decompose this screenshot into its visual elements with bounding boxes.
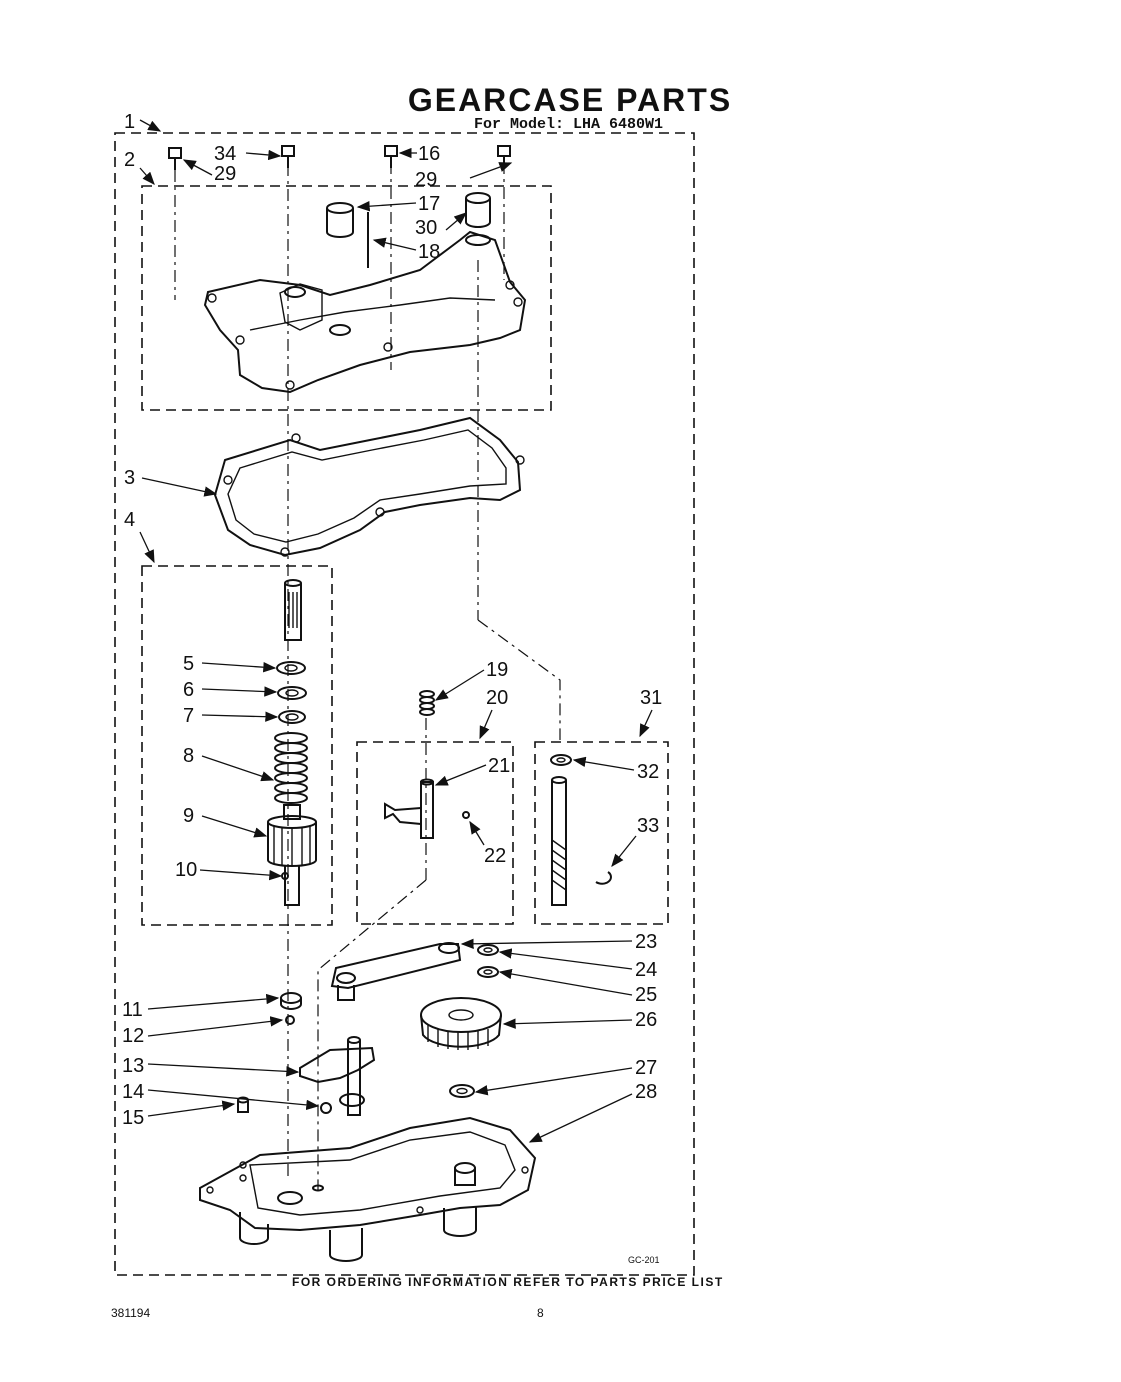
retaining-ring-33 xyxy=(595,871,612,885)
callout-3: 3 xyxy=(124,467,135,489)
callout-30: 30 xyxy=(415,217,437,239)
callout-4: 4 xyxy=(124,509,135,531)
washer-25 xyxy=(477,966,499,978)
washer-24 xyxy=(477,944,499,956)
washer-5 xyxy=(276,661,306,675)
washer-32 xyxy=(550,754,572,766)
callout-25: 25 xyxy=(635,984,657,1006)
callout-16: 16 xyxy=(418,143,440,165)
callout-21: 21 xyxy=(488,755,510,777)
drive-link-23 xyxy=(330,942,462,1001)
gearcase-cover xyxy=(203,230,527,394)
shift-fork-box-20 xyxy=(356,741,514,925)
callout-12: 12 xyxy=(122,1025,144,1047)
pinion-assembly-box-4 xyxy=(141,565,333,926)
callout-18: 18 xyxy=(418,241,440,263)
callout-31: 31 xyxy=(640,687,662,709)
gasket-3 xyxy=(213,416,525,557)
document-number: 381194 xyxy=(111,1306,151,1320)
callout-29-right: 29 xyxy=(415,169,437,191)
assembly-outline-1 xyxy=(114,132,695,1276)
ordering-info-note: FOR ORDERING INFORMATION REFER TO PARTS … xyxy=(292,1275,724,1289)
callout-17: 17 xyxy=(418,193,440,215)
callout-26: 26 xyxy=(635,1009,657,1031)
washer-6 xyxy=(277,686,307,700)
cover-assembly-box-2 xyxy=(141,185,552,411)
bearing-11 xyxy=(280,992,302,1010)
callout-22: 22 xyxy=(484,845,506,867)
screw-16 xyxy=(384,145,398,168)
pinion-gear-9 xyxy=(267,804,317,906)
callout-11: 11 xyxy=(122,999,143,1021)
callout-8: 8 xyxy=(183,745,194,767)
callout-10: 10 xyxy=(175,859,197,881)
pinion-shaft xyxy=(284,579,302,641)
shift-fork-20 xyxy=(384,778,434,839)
callout-13: 13 xyxy=(122,1055,144,1077)
model-number: For Model: LHA 6480W1 xyxy=(474,116,664,133)
callout-14: 14 xyxy=(122,1081,144,1103)
page-title: GEARCASE PARTS xyxy=(407,82,733,118)
shaft-assembly-box-31 xyxy=(534,741,669,925)
washer-27 xyxy=(449,1084,475,1098)
screw-34 xyxy=(281,145,295,168)
callout-1: 1 xyxy=(124,111,135,133)
page-number: 8 xyxy=(537,1306,544,1320)
callout-20: 20 xyxy=(486,687,508,709)
ball-14 xyxy=(320,1102,332,1114)
screw-29-left xyxy=(168,147,182,170)
callout-9: 9 xyxy=(183,805,194,827)
callout-23: 23 xyxy=(635,931,657,953)
callout-6: 6 xyxy=(183,679,194,701)
callout-28: 28 xyxy=(635,1081,657,1103)
callout-32: 32 xyxy=(637,761,659,783)
callout-34: 34 xyxy=(214,143,236,165)
callout-27: 27 xyxy=(635,1057,657,1079)
leader-lines xyxy=(139,119,653,1143)
bushing-17 xyxy=(326,202,354,238)
callout-29-left: 29 xyxy=(214,163,236,185)
callout-19: 19 xyxy=(486,659,508,681)
callout-15: 15 xyxy=(122,1107,144,1129)
bushing-30 xyxy=(465,192,491,228)
callout-2: 2 xyxy=(124,149,135,171)
callout-7: 7 xyxy=(183,705,194,727)
spring-8 xyxy=(274,732,308,804)
ball-12 xyxy=(285,1015,295,1025)
washer-7 xyxy=(278,710,306,724)
gearcase-base-28 xyxy=(199,1116,537,1262)
callout-labels: 1 2 3 4 5 6 7 8 9 10 11 12 13 14 15 16 1… xyxy=(122,111,662,1129)
callout-33: 33 xyxy=(637,815,659,837)
shaft-31 xyxy=(551,776,567,906)
agitator-crank-13 xyxy=(299,1036,376,1116)
main-gear-26 xyxy=(420,997,502,1050)
drawing-code: GC-201 xyxy=(628,1255,660,1265)
spring-19 xyxy=(419,690,435,716)
clip-22 xyxy=(462,811,470,819)
callout-24: 24 xyxy=(635,959,657,981)
callout-5: 5 xyxy=(183,653,194,675)
